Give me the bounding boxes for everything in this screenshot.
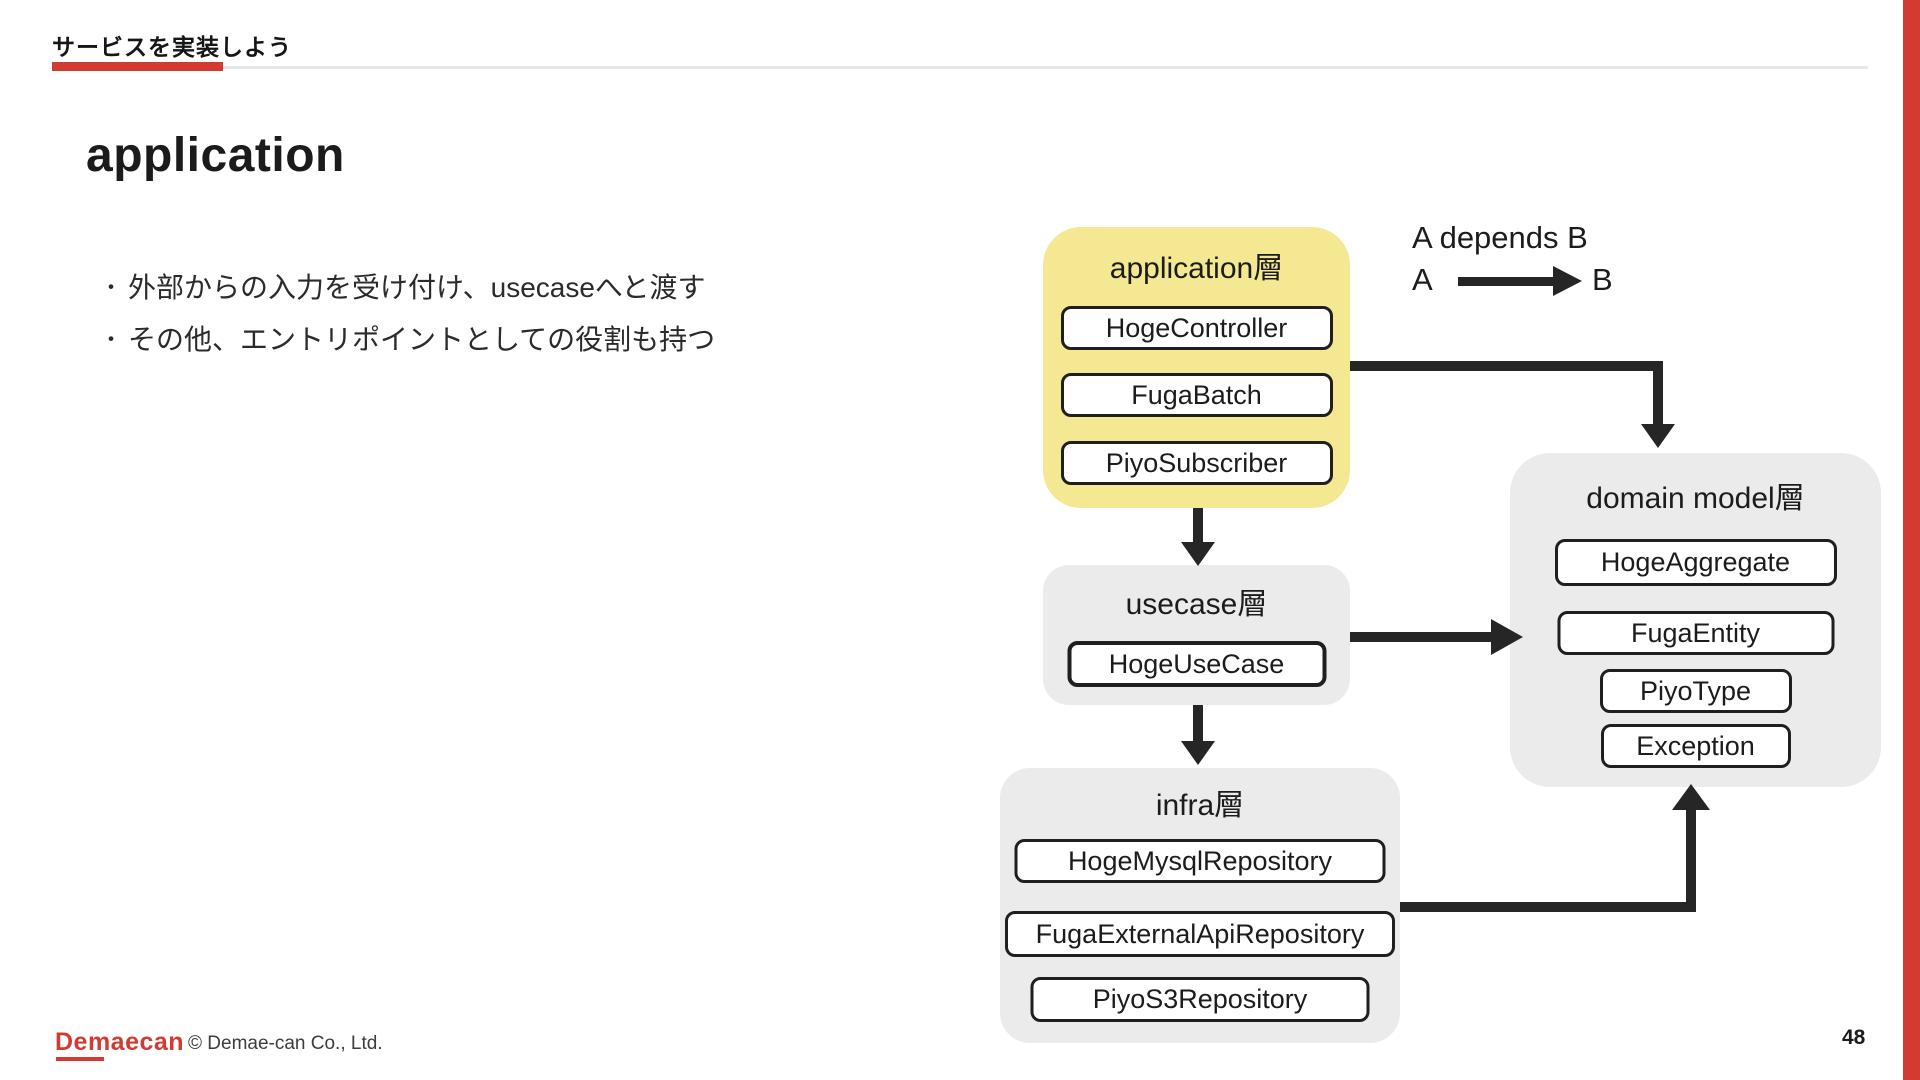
header-divider-accent <box>52 62 223 71</box>
component-piyo-s3-repository: PiyoS3Repository <box>1030 977 1370 1022</box>
component-piyo-subscriber: PiyoSubscriber <box>1060 441 1333 485</box>
bullet-text: 外部からの入力を受け付け、usecaseへと渡す <box>128 272 706 303</box>
component-fuga-external-api-repository: FugaExternalApiRepository <box>1005 911 1395 957</box>
layer-infra: infra層 HogeMysqlRepository FugaExternalA… <box>1000 768 1400 1043</box>
page-title: application <box>86 129 345 182</box>
arrow-application-to-domain-vshaft <box>1653 361 1663 425</box>
component-fuga-entity: FugaEntity <box>1557 611 1834 655</box>
slide-right-accent-bar <box>1903 0 1920 1080</box>
arrow-usecase-to-infra-head-icon <box>1181 741 1215 765</box>
layer-application-label: application層 <box>1109 252 1284 285</box>
bullet-marker: ・ <box>100 275 123 300</box>
bullet-list: ・ 外部からの入力を受け付け、usecaseへと渡す ・ その他、エントリポイン… <box>100 262 715 366</box>
arrow-application-to-domain-head-icon <box>1641 424 1675 448</box>
legend-from-label: A <box>1412 262 1433 297</box>
page-number: 48 <box>1842 1026 1866 1049</box>
component-hoge-usecase: HogeUseCase <box>1067 641 1326 687</box>
arrow-application-to-usecase-shaft <box>1193 508 1203 544</box>
layer-domain-model: domain model層 HogeAggregate FugaEntity P… <box>1510 453 1881 787</box>
layer-domain-model-label: domain model層 <box>1586 482 1805 515</box>
component-exception: Exception <box>1600 724 1791 768</box>
bullet-item: ・ その他、エントリポイントとしての役割も持つ <box>100 314 715 366</box>
arrow-infra-to-domain-head-icon <box>1672 784 1710 810</box>
arrow-usecase-to-infra-shaft <box>1193 705 1203 743</box>
component-fuga-batch: FugaBatch <box>1060 373 1333 417</box>
company-logo: Demaecan <box>55 1028 185 1061</box>
header-divider <box>52 66 1868 69</box>
arrow-usecase-to-domain-shaft <box>1350 632 1491 642</box>
section-header: サービスを実装しよう <box>52 34 292 60</box>
legend-caption: A depends B <box>1412 220 1588 255</box>
arrow-usecase-to-domain-head-icon <box>1491 619 1523 655</box>
legend-arrow-icon <box>1553 266 1582 296</box>
bullet-item: ・ 外部からの入力を受け付け、usecaseへと渡す <box>100 262 715 314</box>
layer-infra-label: infra層 <box>1155 789 1245 822</box>
arrow-application-to-usecase-head-icon <box>1181 542 1215 566</box>
legend-to-label: B <box>1592 262 1613 297</box>
arrow-infra-to-domain-hshaft <box>1400 902 1696 912</box>
copyright-text: © Demae-can Co., Ltd. <box>188 1033 383 1054</box>
layer-usecase-label: usecase層 <box>1125 588 1268 621</box>
bullet-text: その他、エントリポイントとしての役割も持つ <box>128 324 716 355</box>
bullet-marker: ・ <box>100 327 123 352</box>
legend-arrow-shaft <box>1458 277 1553 286</box>
layer-usecase: usecase層 HogeUseCase <box>1043 565 1350 705</box>
component-hoge-controller: HogeController <box>1060 306 1333 350</box>
arrow-application-to-domain-hshaft <box>1350 361 1663 371</box>
component-piyo-type: PiyoType <box>1599 669 1792 713</box>
arrow-infra-to-domain-vshaft <box>1686 810 1696 912</box>
component-hoge-aggregate: HogeAggregate <box>1554 539 1837 586</box>
component-hoge-mysql-repository: HogeMysqlRepository <box>1014 839 1386 883</box>
layer-application: application層 HogeController FugaBatch Pi… <box>1043 227 1350 508</box>
